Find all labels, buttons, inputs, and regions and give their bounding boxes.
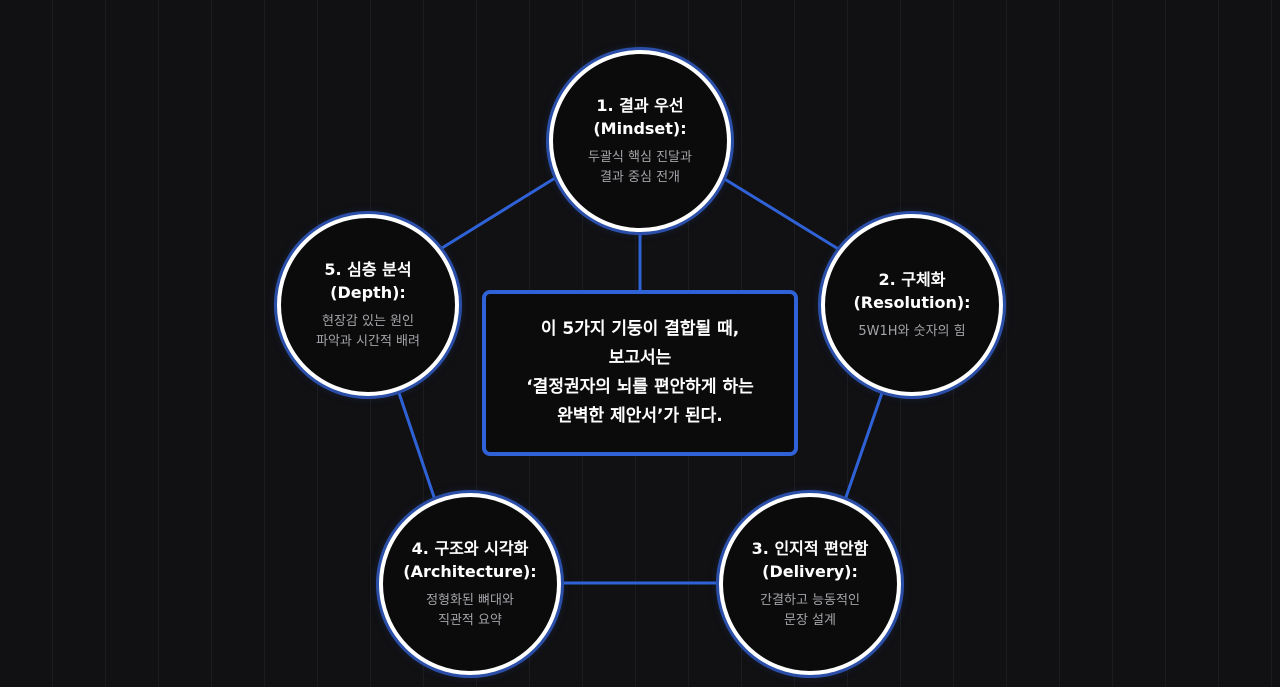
node-1-results-first: 1. 결과 우선 (Mindset): 두괄식 핵심 진달과 결과 중심 전개 [549, 50, 731, 232]
node-4-title-line-2: (Architecture): [403, 562, 537, 581]
center-line-1: 이 5가지 기둥이 결합될 때, [540, 319, 740, 339]
center-message-box: 이 5가지 기둥이 결합될 때, 보고서는 ‘결정권자의 뇌를 편안하게 하는 … [482, 290, 798, 456]
node-2-title-line-1: 2. 구체화 [878, 270, 946, 289]
node-3-title: 3. 인지적 편안함 (Delivery): [752, 537, 869, 583]
connector-1-2 [717, 173, 841, 252]
center-line-4: 완벽한 제안서’가 된다. [557, 406, 723, 426]
node-5-description: 현장감 있는 원인 파악과 시간적 배려 [316, 312, 420, 352]
connector-4-5 [396, 389, 437, 501]
node-4-description: 정형화된 뼈대와 직관적 요약 [426, 591, 514, 631]
node-1-desc-line-1: 두괄식 핵심 진달과 [588, 150, 692, 165]
connector-5-1 [441, 173, 561, 250]
connector-2-3 [843, 389, 885, 501]
node-5-desc-line-1: 현장감 있는 원인 [321, 314, 414, 329]
node-2-desc-line-1: 5W1H와 숫자의 힘 [858, 324, 966, 339]
node-3-title-line-1: 3. 인지적 편안함 [751, 539, 869, 558]
node-1-desc-line-2: 결과 중심 전개 [599, 170, 680, 185]
node-4-title: 4. 구조와 시각화 (Architecture): [403, 537, 536, 583]
node-2-title-line-2: (Resolution): [853, 293, 971, 312]
node-2-description: 5W1H와 숫자의 힘 [858, 322, 965, 342]
node-1-title: 1. 결과 우선 (Mindset): [593, 94, 686, 140]
node-3-desc-line-1: 간결하고 능동적인 [760, 593, 860, 608]
node-5-desc-line-2: 파악과 시간적 배려 [316, 334, 420, 349]
node-3-desc-line-2: 문장 설계 [784, 613, 836, 628]
node-2-title: 2. 구체화 (Resolution): [853, 268, 970, 314]
node-1-description: 두괄식 핵심 진달과 결과 중심 전개 [588, 148, 692, 188]
node-1-title-line-2: (Mindset): [593, 119, 687, 138]
node-4-desc-line-1: 정형화된 뼈대와 [426, 593, 514, 608]
node-5-depth: 5. 심층 분석 (Depth): 현장감 있는 원인 파악과 시간적 배려 [277, 214, 459, 396]
center-line-2: 보고서는 [608, 348, 672, 368]
node-5-title-line-2: (Depth): [330, 283, 406, 302]
center-line-3: ‘결정권자의 뇌를 편안하게 하는 [526, 377, 754, 397]
node-3-description: 간결하고 능동적인 문장 설계 [760, 591, 860, 631]
node-2-resolution: 2. 구체화 (Resolution): 5W1H와 숫자의 힘 [821, 214, 1003, 396]
node-5-title: 5. 심층 분석 (Depth): [324, 258, 411, 304]
node-4-architecture: 4. 구조와 시각화 (Architecture): 정형화된 뼈대와 직관적 … [379, 493, 561, 675]
node-5-title-line-1: 5. 심층 분석 [324, 260, 412, 279]
node-3-delivery: 3. 인지적 편안함 (Delivery): 간결하고 능동적인 문장 설계 [719, 493, 901, 675]
node-3-title-line-2: (Delivery): [762, 562, 858, 581]
node-4-title-line-1: 4. 구조와 시각화 [411, 539, 529, 558]
node-4-desc-line-2: 직관적 요약 [438, 613, 502, 628]
node-1-title-line-1: 1. 결과 우선 [596, 96, 684, 115]
